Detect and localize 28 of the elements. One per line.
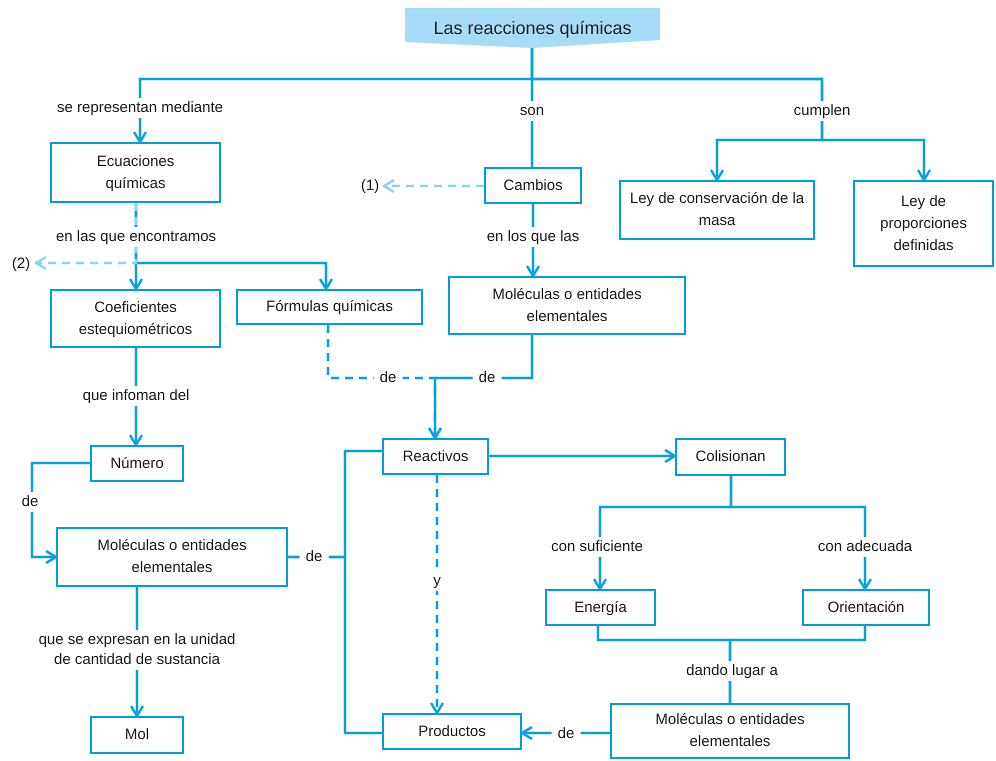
arrow <box>30 462 90 564</box>
concept-box: Colisionan <box>675 438 786 476</box>
concept-box: Productos <box>382 713 522 750</box>
arrow <box>530 48 932 182</box>
reference-number: (2) <box>6 253 36 275</box>
arrow <box>430 475 444 714</box>
concept-box: Moléculas o entidades elementales <box>448 276 686 335</box>
concept-box: Moléculas o entidades elementales <box>610 703 850 759</box>
concept-box: Cambios <box>484 167 582 204</box>
concept-box: Mol <box>90 716 184 754</box>
concept-box: Energía <box>545 589 656 626</box>
title-banner: Las reacciones químicas <box>405 8 660 48</box>
concept-box: Número <box>90 445 184 482</box>
connector-line <box>728 626 866 703</box>
concept-box: Fórmulas químicas <box>236 289 423 325</box>
concept-box: Ecuaciones químicas <box>50 142 221 203</box>
arrow <box>382 178 484 194</box>
concept-box: Reactivos <box>382 438 489 475</box>
concept-box: Moléculas o entidades elementales <box>56 527 288 587</box>
concept-box: Orientación <box>802 589 930 626</box>
arrow <box>489 448 676 464</box>
arrow <box>34 203 138 270</box>
concept-box: Ley de proporciones definidas <box>853 180 994 267</box>
concept-box: Ley de conservación de la masa <box>619 180 815 240</box>
reference-number: (1) <box>356 175 384 197</box>
concept-box: Coeficientes estequiométricos <box>50 289 221 348</box>
arrow <box>730 476 872 590</box>
connector-line <box>288 556 382 734</box>
